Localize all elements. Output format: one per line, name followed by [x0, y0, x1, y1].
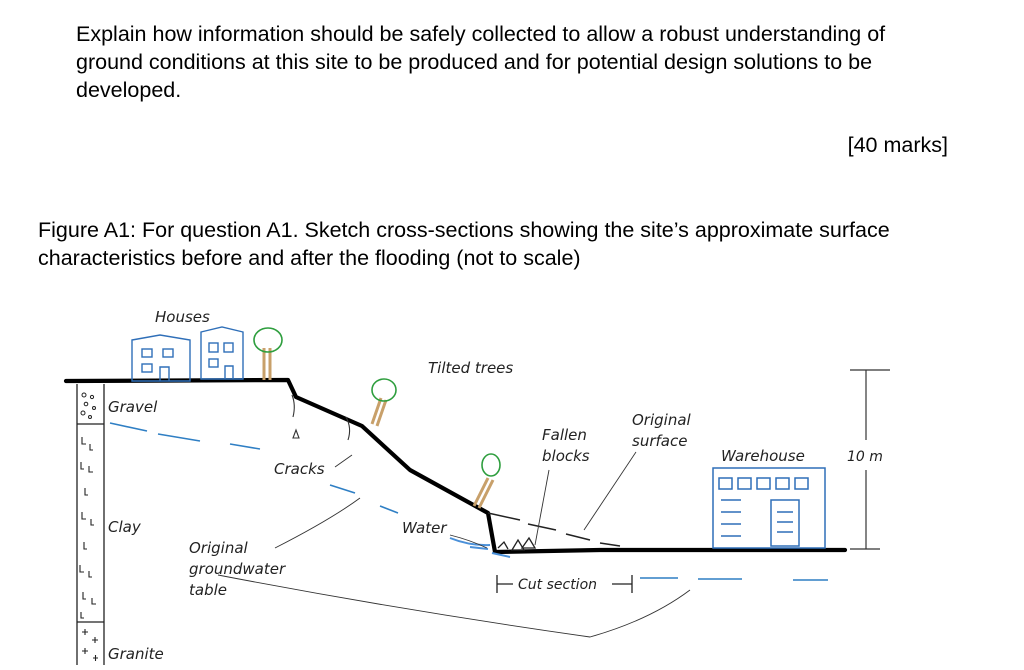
question-text: Explain how information should be safely… [76, 22, 886, 102]
ground-surface-line [63, 377, 848, 555]
groundwater-table [109, 422, 828, 581]
cut-section-label: Cut section [518, 577, 597, 593]
gravel-symbols [80, 392, 96, 419]
clay-symbols [79, 437, 96, 619]
groundwater-label-line1: Original [189, 539, 249, 557]
water-label: Water [402, 519, 447, 537]
tree-fallen-icon [472, 453, 501, 509]
groundwater-label-line2: groundwater [189, 560, 286, 578]
fallen-blocks [497, 536, 537, 551]
borehole-log [76, 384, 105, 665]
granite-label: Granite [108, 645, 164, 663]
groundwater-label-line3: table [189, 581, 227, 599]
cracks [291, 394, 351, 441]
marks-label: [40 marks] [847, 133, 948, 157]
annotation-leaders [217, 451, 691, 638]
original-surface-label-line2: surface [632, 432, 687, 450]
warehouse-icon [712, 467, 826, 549]
original-surface-label-line1: Original [632, 411, 692, 429]
tilted-trees-label: Tilted trees [428, 359, 513, 377]
gravel-label: Gravel [108, 398, 158, 416]
warehouse-label: Warehouse [721, 447, 805, 465]
clay-label: Clay [108, 518, 142, 536]
cracks-label: Cracks [274, 460, 325, 478]
cut-section-marker [496, 575, 633, 593]
height-scale [850, 369, 890, 550]
fallen-blocks-label-line1: Fallen [542, 426, 587, 444]
tree-upright-icon [253, 327, 283, 380]
granite-symbols [82, 629, 98, 661]
original-surface-line [487, 512, 621, 547]
tree-tilted-icon [370, 378, 397, 427]
houses-icon [131, 326, 244, 382]
height-label: 10 m [847, 449, 883, 465]
figure-caption: Figure A1: For question A1. Sketch cross… [38, 218, 890, 270]
water-pool [449, 537, 511, 558]
houses-label: Houses [155, 308, 210, 326]
fallen-blocks-label-line2: blocks [542, 447, 590, 465]
